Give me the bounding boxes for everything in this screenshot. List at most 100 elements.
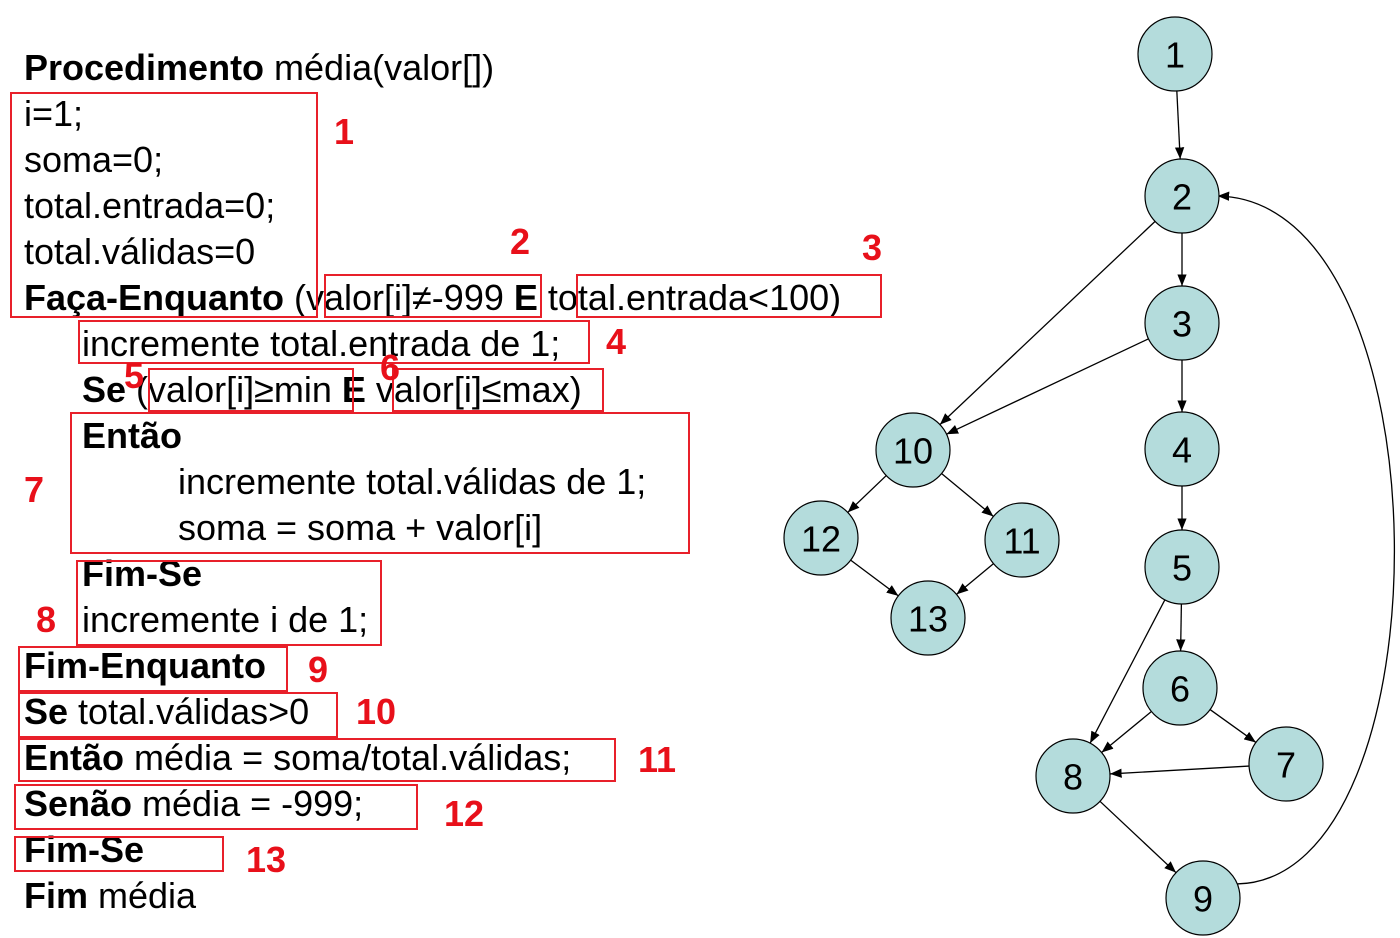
code-line-soma-update: soma = soma + valor[i] bbox=[178, 507, 543, 548]
graph-node-13: 13 bbox=[890, 580, 966, 656]
code-line-soma: soma=0; bbox=[24, 139, 164, 180]
keyword: Então bbox=[24, 737, 125, 778]
graph-node-2: 2 bbox=[1144, 158, 1220, 234]
graph-node-2-circle bbox=[1144, 158, 1220, 234]
block-box-9 bbox=[18, 646, 288, 692]
block-label-12: 12 bbox=[444, 793, 485, 834]
block-box-12 bbox=[14, 784, 418, 830]
block-label-6: 6 bbox=[380, 347, 401, 388]
graph-node-9-label: 9 bbox=[1193, 879, 1213, 920]
code-text: ( bbox=[126, 369, 149, 410]
block-box-3 bbox=[576, 274, 882, 318]
keyword: Fim bbox=[24, 875, 89, 916]
graph-node-7-label: 7 bbox=[1276, 745, 1296, 786]
edge-8-9 bbox=[1099, 800, 1177, 874]
graph-node-10-circle bbox=[875, 412, 951, 488]
graph-node-4-circle bbox=[1144, 411, 1220, 487]
block-box-1 bbox=[10, 92, 318, 318]
block-label-7: 7 bbox=[24, 469, 45, 510]
code-text: ) bbox=[569, 369, 582, 410]
graph-node-8-label: 8 bbox=[1063, 757, 1083, 798]
block-box-4 bbox=[78, 320, 590, 364]
block-box-6 bbox=[392, 368, 604, 412]
block-label-11: 11 bbox=[638, 739, 677, 780]
graph-node-3-label: 3 bbox=[1172, 304, 1192, 345]
graph-node-7: 7 bbox=[1248, 726, 1324, 802]
graph-node-7-circle bbox=[1248, 726, 1324, 802]
code-line-senao: Senão média = -999; bbox=[24, 784, 363, 824]
graph-node-6: 6 bbox=[1142, 650, 1218, 726]
block-label-5: 5 bbox=[124, 355, 145, 396]
code-text: ) bbox=[829, 277, 842, 318]
keyword: Senão bbox=[24, 783, 133, 824]
code-line-faca-enquanto: Faça-Enquanto (valor[i]≠-999 E total.ent… bbox=[24, 278, 841, 318]
graph-node-3: 3 bbox=[1144, 285, 1220, 361]
code-text: média bbox=[88, 875, 197, 916]
code-text: média = soma/total.válidas; bbox=[124, 737, 572, 778]
block-label-8: 8 bbox=[36, 599, 57, 640]
code-line-entao-media: Então média = soma/total.válidas; bbox=[24, 738, 571, 778]
code-line-se-validas: Se total.válidas>0 bbox=[24, 692, 309, 732]
condition-1: valor[i]≠-999 bbox=[306, 277, 504, 318]
graph-node-4-label: 4 bbox=[1172, 430, 1192, 471]
block-label-9: 9 bbox=[308, 649, 329, 690]
code-line-entao: Então bbox=[82, 415, 183, 456]
keyword-and: E bbox=[513, 277, 538, 318]
code-text: total.válidas>0 bbox=[68, 691, 310, 732]
code-line-total-validas: total.válidas=0 bbox=[24, 231, 256, 272]
block-label-4: 4 bbox=[606, 321, 627, 362]
code-line-i: i=1; bbox=[24, 93, 84, 134]
graph-node-4: 4 bbox=[1144, 411, 1220, 487]
edge-10-12 bbox=[847, 475, 887, 513]
edge-6-7 bbox=[1209, 709, 1257, 743]
edge-10-11 bbox=[941, 473, 994, 517]
keyword: Se bbox=[24, 691, 69, 732]
graph-node-3-circle bbox=[1144, 285, 1220, 361]
condition-2: valor[i]≤max bbox=[375, 369, 570, 410]
block-label-2: 2 bbox=[510, 221, 531, 262]
graph-node-13-circle bbox=[890, 580, 966, 656]
keyword: Faça-Enquanto bbox=[24, 277, 285, 318]
block-label-1: 1 bbox=[334, 111, 355, 152]
graph-node-9: 9 bbox=[1165, 860, 1241, 936]
block-box-5 bbox=[148, 368, 354, 412]
block-label-3: 3 bbox=[862, 227, 883, 268]
edge-5-8 bbox=[1089, 599, 1166, 744]
code-line-procedimento: Procedimento média(valor[]) bbox=[24, 48, 494, 88]
block-label-10: 10 bbox=[356, 691, 397, 732]
code-line-se: Se (valor[i]≥min E valor[i]≤max) bbox=[82, 370, 582, 410]
graph-node-1-circle bbox=[1137, 16, 1213, 92]
graph-node-13-label: 13 bbox=[908, 599, 948, 640]
edge-2-10 bbox=[939, 220, 1156, 426]
edge-9-2 bbox=[1217, 191, 1395, 885]
block-label-13: 13 bbox=[246, 839, 287, 880]
code-line-incremente-i: incremente i de 1; bbox=[82, 599, 369, 640]
graph-node-9-circle bbox=[1165, 860, 1241, 936]
graph-node-10: 10 bbox=[875, 412, 951, 488]
block-box-2 bbox=[324, 274, 542, 318]
edge-3-10 bbox=[946, 338, 1149, 435]
code-line-total-entrada: total.entrada=0; bbox=[24, 185, 276, 226]
code-line-fim-enquanto: Fim-Enquanto bbox=[24, 645, 266, 686]
code-text: média(valor[]) bbox=[264, 47, 495, 88]
graph-node-10-label: 10 bbox=[893, 431, 933, 472]
graph-node-6-circle bbox=[1142, 650, 1218, 726]
condition-2: total.entrada<100 bbox=[547, 277, 830, 318]
graph-node-6-label: 6 bbox=[1170, 669, 1190, 710]
block-box-11 bbox=[18, 738, 616, 782]
code-line-incremente-validas: incremente total.válidas de 1; bbox=[178, 461, 647, 502]
edge-5-6 bbox=[1176, 603, 1186, 652]
graph-node-11-label: 11 bbox=[1003, 521, 1040, 562]
block-box-13 bbox=[14, 836, 224, 872]
graph-node-12: 12 bbox=[783, 500, 859, 576]
condition-1: valor[i]≥min bbox=[148, 369, 332, 410]
block-box-7 bbox=[70, 412, 690, 554]
edge-11-13 bbox=[956, 563, 994, 595]
graph-node-1: 1 bbox=[1137, 16, 1213, 92]
edge-1-2 bbox=[1174, 90, 1185, 160]
code-text: média = -999; bbox=[132, 783, 364, 824]
code-text: ( bbox=[284, 277, 307, 318]
graph-node-2-label: 2 bbox=[1172, 177, 1192, 218]
block-box-8 bbox=[76, 560, 382, 646]
